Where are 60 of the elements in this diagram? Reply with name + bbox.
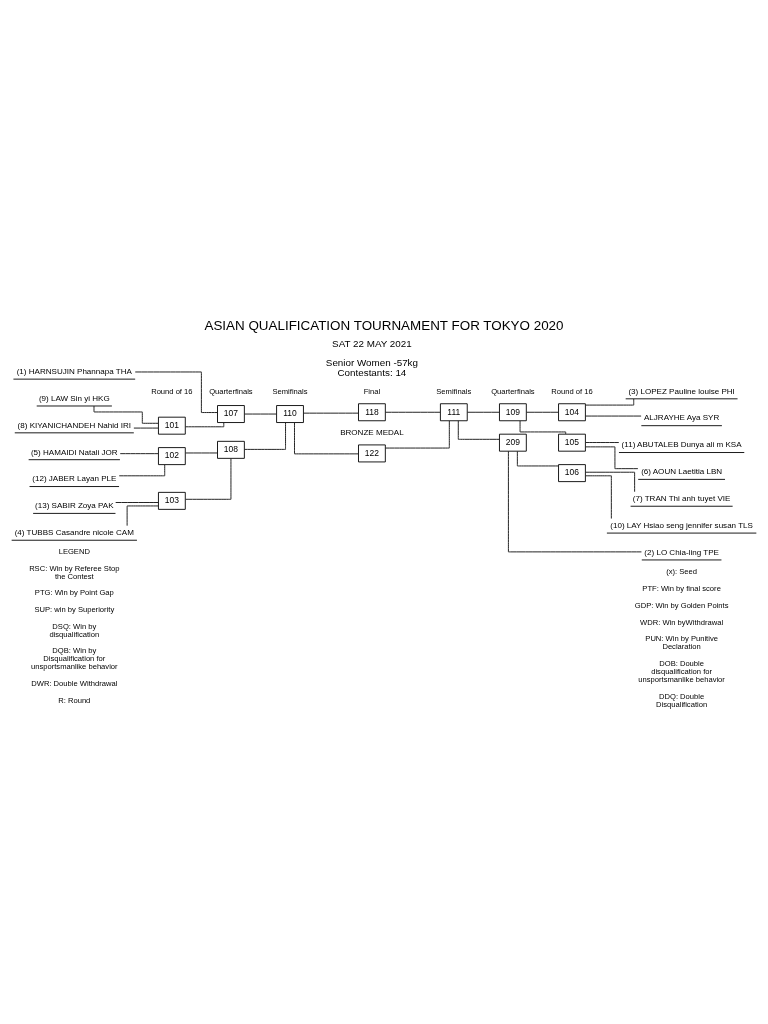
node-box: 105 xyxy=(558,433,586,452)
node-text: (11) ABUTALEB Dunya ali m KSA xyxy=(621,439,742,449)
node-text: (5) HAMAIDI Natali JOR xyxy=(30,447,118,456)
connector xyxy=(185,452,218,453)
connector xyxy=(185,421,225,427)
connector xyxy=(118,463,166,476)
node-box: 118 xyxy=(358,402,386,421)
node-box: 102 xyxy=(158,446,186,465)
connector xyxy=(119,452,159,454)
node-text: (1) HARNSUJIN Phannapa THA xyxy=(16,366,132,376)
node-box: 209 xyxy=(499,433,527,452)
node-box: 107 xyxy=(217,404,245,423)
connector xyxy=(384,411,441,413)
connector xyxy=(457,419,500,440)
connector xyxy=(126,504,159,526)
node-box: 108 xyxy=(217,440,245,459)
node-box: 122 xyxy=(358,443,386,462)
connector xyxy=(519,419,567,434)
node-box: 110 xyxy=(276,404,304,423)
connector xyxy=(93,405,159,424)
connector xyxy=(585,471,636,492)
connector xyxy=(294,421,359,454)
node-label: BRONZE MEDAL xyxy=(340,427,404,437)
connector xyxy=(585,415,642,417)
node-text: (3) LOPEZ Pauline louise PHI xyxy=(628,386,735,396)
node-text: (8) KIYANICHANDEH Nahid IRI xyxy=(17,420,132,430)
label: SAT 22 MAY 2021 xyxy=(332,337,412,349)
connector xyxy=(243,421,287,450)
node-text: (13) SABIR Zoya PAK xyxy=(35,500,114,510)
node-box: 104 xyxy=(558,402,586,421)
connector xyxy=(507,450,642,552)
connector xyxy=(516,450,559,466)
node-text: (12) JABER Layan PLE xyxy=(32,473,117,483)
node-box: 109 xyxy=(499,402,527,421)
node-box: 111 xyxy=(439,402,468,421)
connector xyxy=(384,419,450,449)
node-text: (10) LAY Hsiao seng jennifer susan TLS xyxy=(610,520,753,530)
node-text: (4) TUBBS Casandre nicole CAM xyxy=(14,527,134,537)
connector xyxy=(585,474,612,519)
node-text: (7) TRAN Thi anh tuyet VIE xyxy=(632,493,731,503)
label: Senior Women -57kg Contestants: 14 xyxy=(325,356,418,378)
connector xyxy=(133,427,159,429)
node-box: 103 xyxy=(158,491,186,510)
connector xyxy=(244,413,277,415)
connector xyxy=(115,501,159,503)
node-text: (2) LO Chia-ling TPE xyxy=(644,547,719,557)
node-box: 101 xyxy=(158,416,186,435)
connector xyxy=(526,411,559,413)
node-text: ALJRAYHE Aya SYR xyxy=(643,412,720,422)
connector xyxy=(185,457,232,500)
connector xyxy=(585,441,620,443)
connector xyxy=(134,371,218,413)
connector xyxy=(303,412,359,414)
node-text: (6) AOUN Laetitia LBN xyxy=(641,466,723,476)
connector xyxy=(585,398,635,406)
diagram-title: ASIAN QUALIFICATION TOURNAMENT FOR TOKYO 2020 xyxy=(204,317,564,333)
node-text: (9) LAW Sin yi HKG xyxy=(38,393,110,403)
connector xyxy=(585,445,639,469)
node-box: 106 xyxy=(558,463,586,482)
connector xyxy=(466,411,500,413)
